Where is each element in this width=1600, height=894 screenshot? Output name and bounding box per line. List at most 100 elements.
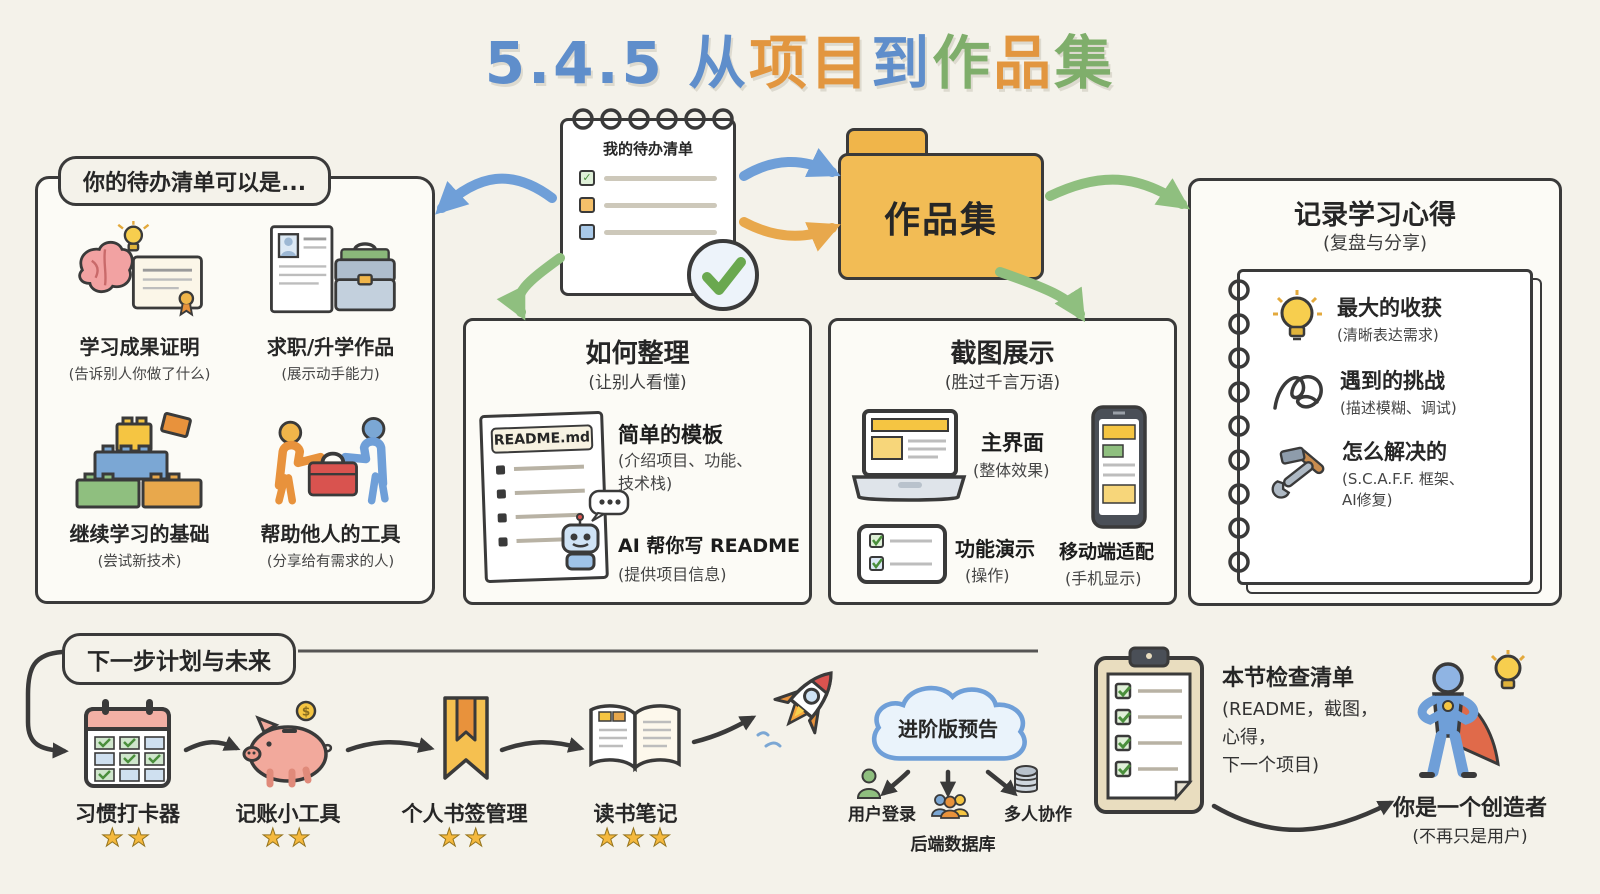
todo-uses-grid: 学习成果证明 (告诉别人你做了什么) — [38, 179, 432, 571]
folder-body: 作品集 — [838, 153, 1044, 280]
arrow-piggy-to-bookmark — [345, 737, 435, 753]
spiral-binding-icon — [572, 108, 734, 130]
todo-uses-header: 你的待办清单可以是... — [58, 156, 332, 206]
collaboration-people-icon — [931, 794, 969, 819]
readme-filename: README.md — [490, 424, 594, 454]
hammer-wrench-icon — [1271, 446, 1325, 499]
use-case-subtitle: (展示动手能力) — [281, 367, 380, 383]
todo-line — [604, 229, 717, 235]
user-login-label: 用户登录 — [848, 805, 916, 825]
portfolio-folder: 作品集 — [838, 128, 1044, 280]
organize-subtitle: (让别人看懂) — [588, 373, 687, 393]
page-title: 5.4.5 从项目到作品集 — [0, 16, 1600, 100]
creator-subtitle: (不再只是用户) — [1412, 827, 1528, 847]
section-checklist-clipboard-icon — [1094, 646, 1204, 814]
use-case-title: 学习成果证明 — [79, 335, 200, 359]
screenshot-subtitle: (胜过千言万语) — [944, 373, 1061, 393]
arrow-calendar-to-piggy — [183, 735, 241, 753]
collaboration-label: 多人协作 — [1004, 805, 1072, 825]
cloud-icon — [871, 685, 1027, 761]
open-book-icon — [589, 704, 681, 773]
use-case-subtitle: (尝试新技术) — [97, 554, 182, 570]
use-case-title: 求职/升学作品 — [266, 335, 395, 359]
use-case-title: 继续学习的基础 — [69, 522, 210, 546]
notes-subtitle: (复盘与分享) — [1322, 233, 1428, 254]
screenshot-panel: 截图展示 (胜过千言万语) 主界面 (整体效果) — [828, 318, 1177, 605]
use-case-job-portfolio: 求职/升学作品 (展示动手能力) — [235, 221, 426, 384]
note-item-texts: 最大的收获 (清晰表达需求) — [1337, 292, 1442, 345]
rocket-icon — [756, 671, 833, 748]
piggy-bank-icon: $ — [242, 700, 333, 788]
title-segment: 到 — [871, 29, 933, 97]
note-item-subtitle: (S.C.A.F.F. 框架、 AI修复) — [1342, 470, 1464, 509]
ai-readme-subtitle: (提供项目信息) — [618, 565, 727, 584]
title-segment: 从 — [688, 29, 750, 97]
big-check-icon — [687, 239, 759, 311]
screenshot-title: 截图展示 — [950, 339, 1055, 369]
project-habit-title: 习惯打卡器 — [75, 802, 180, 826]
note-item-solution: 怎么解决的 (S.C.A.F.F. 框架、 AI修复) — [1240, 419, 1530, 510]
learning-notes-panel: 记录学习心得 (复盘与分享) 最大的收获 (清晰表达需求 — [1188, 178, 1562, 606]
title-segment: 项目 — [749, 29, 872, 97]
section-checklist-title: 本节检查清单 — [1222, 666, 1355, 691]
organize-title: 如何整理 — [585, 339, 690, 369]
use-case-subtitle: (告诉别人你做了什么) — [68, 367, 211, 383]
note-item-title: 最大的收获 — [1337, 295, 1442, 320]
tablet-checklist-icon — [857, 524, 947, 584]
note-item-subtitle: (清晰表达需求) — [1337, 325, 1439, 344]
project-reading-title: 读书笔记 — [593, 802, 678, 826]
blue-checkbox-icon — [579, 224, 595, 240]
use-case-foundation: 继续学习的基础 (尝试新技术) — [44, 408, 235, 571]
project-ledger-stars: ★★ — [261, 823, 315, 853]
creator-superhero-icon — [1417, 650, 1526, 778]
habit-calendar-icon — [84, 699, 171, 788]
project-habit-stars: ★★ — [101, 823, 154, 853]
database-icon — [1014, 765, 1038, 793]
todo-uses-panel: 学习成果证明 (告诉别人你做了什么) — [35, 176, 435, 604]
section-checklist-items: (README，截图， 心得， 下一个项目) — [1222, 699, 1378, 776]
feature-demo-title: 功能演示 — [955, 537, 1035, 561]
advanced-preview-title: 进阶版预告 — [898, 717, 998, 741]
todo-item-row — [579, 224, 717, 240]
arrow-cloud-to-login — [880, 769, 911, 797]
use-case-helping-tool: 帮助他人的工具 (分享给有需求的人) — [235, 408, 426, 571]
todo-line — [604, 175, 717, 181]
use-case-learning-proof: 学习成果证明 (告诉别人你做了什么) — [44, 221, 235, 384]
template-subtitle: (介绍项目、功能、 技术栈) — [618, 451, 753, 494]
readme-list-icon — [495, 464, 585, 547]
ai-readme-title: AI 帮你写 README — [618, 535, 800, 557]
job-portfolio-icon — [269, 225, 396, 314]
mobile-title: 移动端适配 — [1059, 541, 1155, 563]
arrow-book-to-rocket — [691, 715, 757, 745]
notes-title: 记录学习心得 — [1294, 200, 1456, 231]
bookmark-icon — [443, 696, 489, 780]
note-item-gain: 最大的收获 (清晰表达需求) — [1240, 272, 1530, 347]
phone-icon — [1091, 405, 1147, 529]
robot-icon — [561, 489, 630, 571]
note-item-challenge: 遇到的挑战 (描述模糊、调试) — [1240, 347, 1530, 419]
use-case-title: 帮助他人的工具 — [260, 522, 401, 546]
todo-notepad-title: 我的待办清单 — [602, 140, 693, 158]
checked-checkbox-icon: ✓ — [579, 170, 595, 186]
portfolio-folder-label: 作品集 — [883, 199, 998, 241]
arrow-header-to-flow — [25, 649, 69, 759]
backend-db-label: 后端数据库 — [910, 835, 996, 855]
user-login-icon — [856, 768, 882, 799]
project-bookmark-stars: ★★ — [438, 823, 491, 853]
note-item-subtitle: (描述模糊、调试) — [1340, 399, 1457, 417]
building-blocks-icon — [75, 412, 202, 509]
readme-document: README.md — [479, 410, 609, 584]
project-reading-stars: ★★★ — [595, 823, 676, 853]
project-ledger-title: 记账小工具 — [235, 802, 341, 826]
organize-panel: 如何整理 (让别人看懂) README.md 简单的模板 (介绍项目、功能、 技… — [463, 318, 812, 605]
arrow-note-to-folder-top — [739, 148, 841, 181]
notes-notebook: 最大的收获 (清晰表达需求) 遇到的挑战 (描述模糊、调试) — [1228, 269, 1533, 585]
advanced-preview-cloud: 进阶版预告 — [858, 676, 1038, 774]
title-segment: 品 — [993, 29, 1055, 97]
project-bookmark-title: 个人书签管理 — [401, 802, 528, 826]
orange-checkbox-icon — [579, 197, 595, 213]
mobile-subtitle: (手机显示) — [1065, 569, 1142, 588]
laptop-icon — [851, 409, 967, 502]
title-segment: 作 — [932, 29, 994, 97]
todo-item-row: ✓ — [579, 170, 717, 186]
